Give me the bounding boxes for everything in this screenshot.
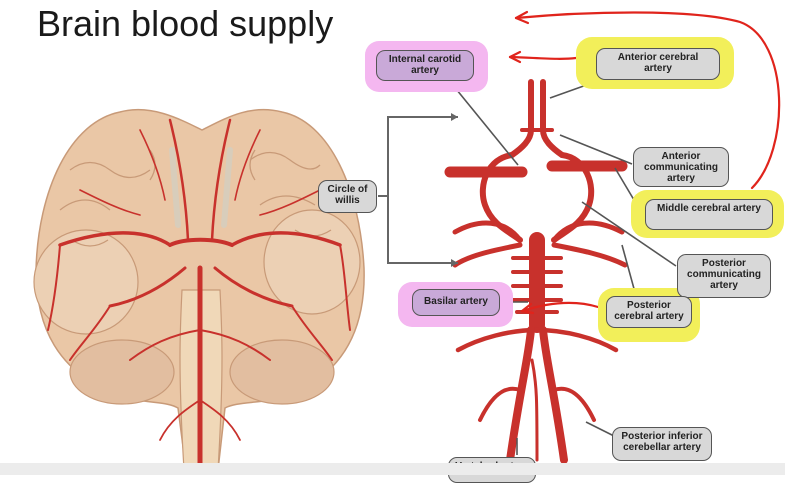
label-posterior-communicating: Posterior communicating artery — [677, 254, 771, 298]
label-basilar: Basilar artery — [412, 289, 500, 316]
circle-of-willis-bracket — [378, 117, 458, 263]
label-circle-of-willis: Circle of willis — [318, 180, 377, 213]
vertebral-left — [510, 330, 531, 460]
label-posterior-cerebral: Posterior cerebral artery — [606, 296, 692, 328]
leader-internal-carotid — [452, 84, 518, 165]
label-anterior-communicating: Anterior communicating artery — [633, 147, 729, 187]
anterior-cerebral-right — [543, 82, 562, 155]
bottom-strip — [0, 463, 785, 475]
annotation-arrow-internal-carotid — [510, 57, 576, 59]
label-internal-carotid: Internal carotid artery — [376, 50, 474, 81]
leader-pica — [586, 422, 614, 436]
posterior-cerebral-left — [455, 245, 520, 265]
label-middle-cerebral: Middle cerebral artery — [645, 199, 773, 230]
label-anterior-cerebral: Anterior cerebral artery — [596, 48, 720, 80]
posterior-cerebral-right — [554, 245, 625, 265]
anterior-cerebral-left — [512, 82, 531, 155]
label-posterior-inferior-cerebellar: Posterior inferior cerebellar artery — [612, 427, 712, 461]
vertebral-right — [543, 330, 564, 460]
